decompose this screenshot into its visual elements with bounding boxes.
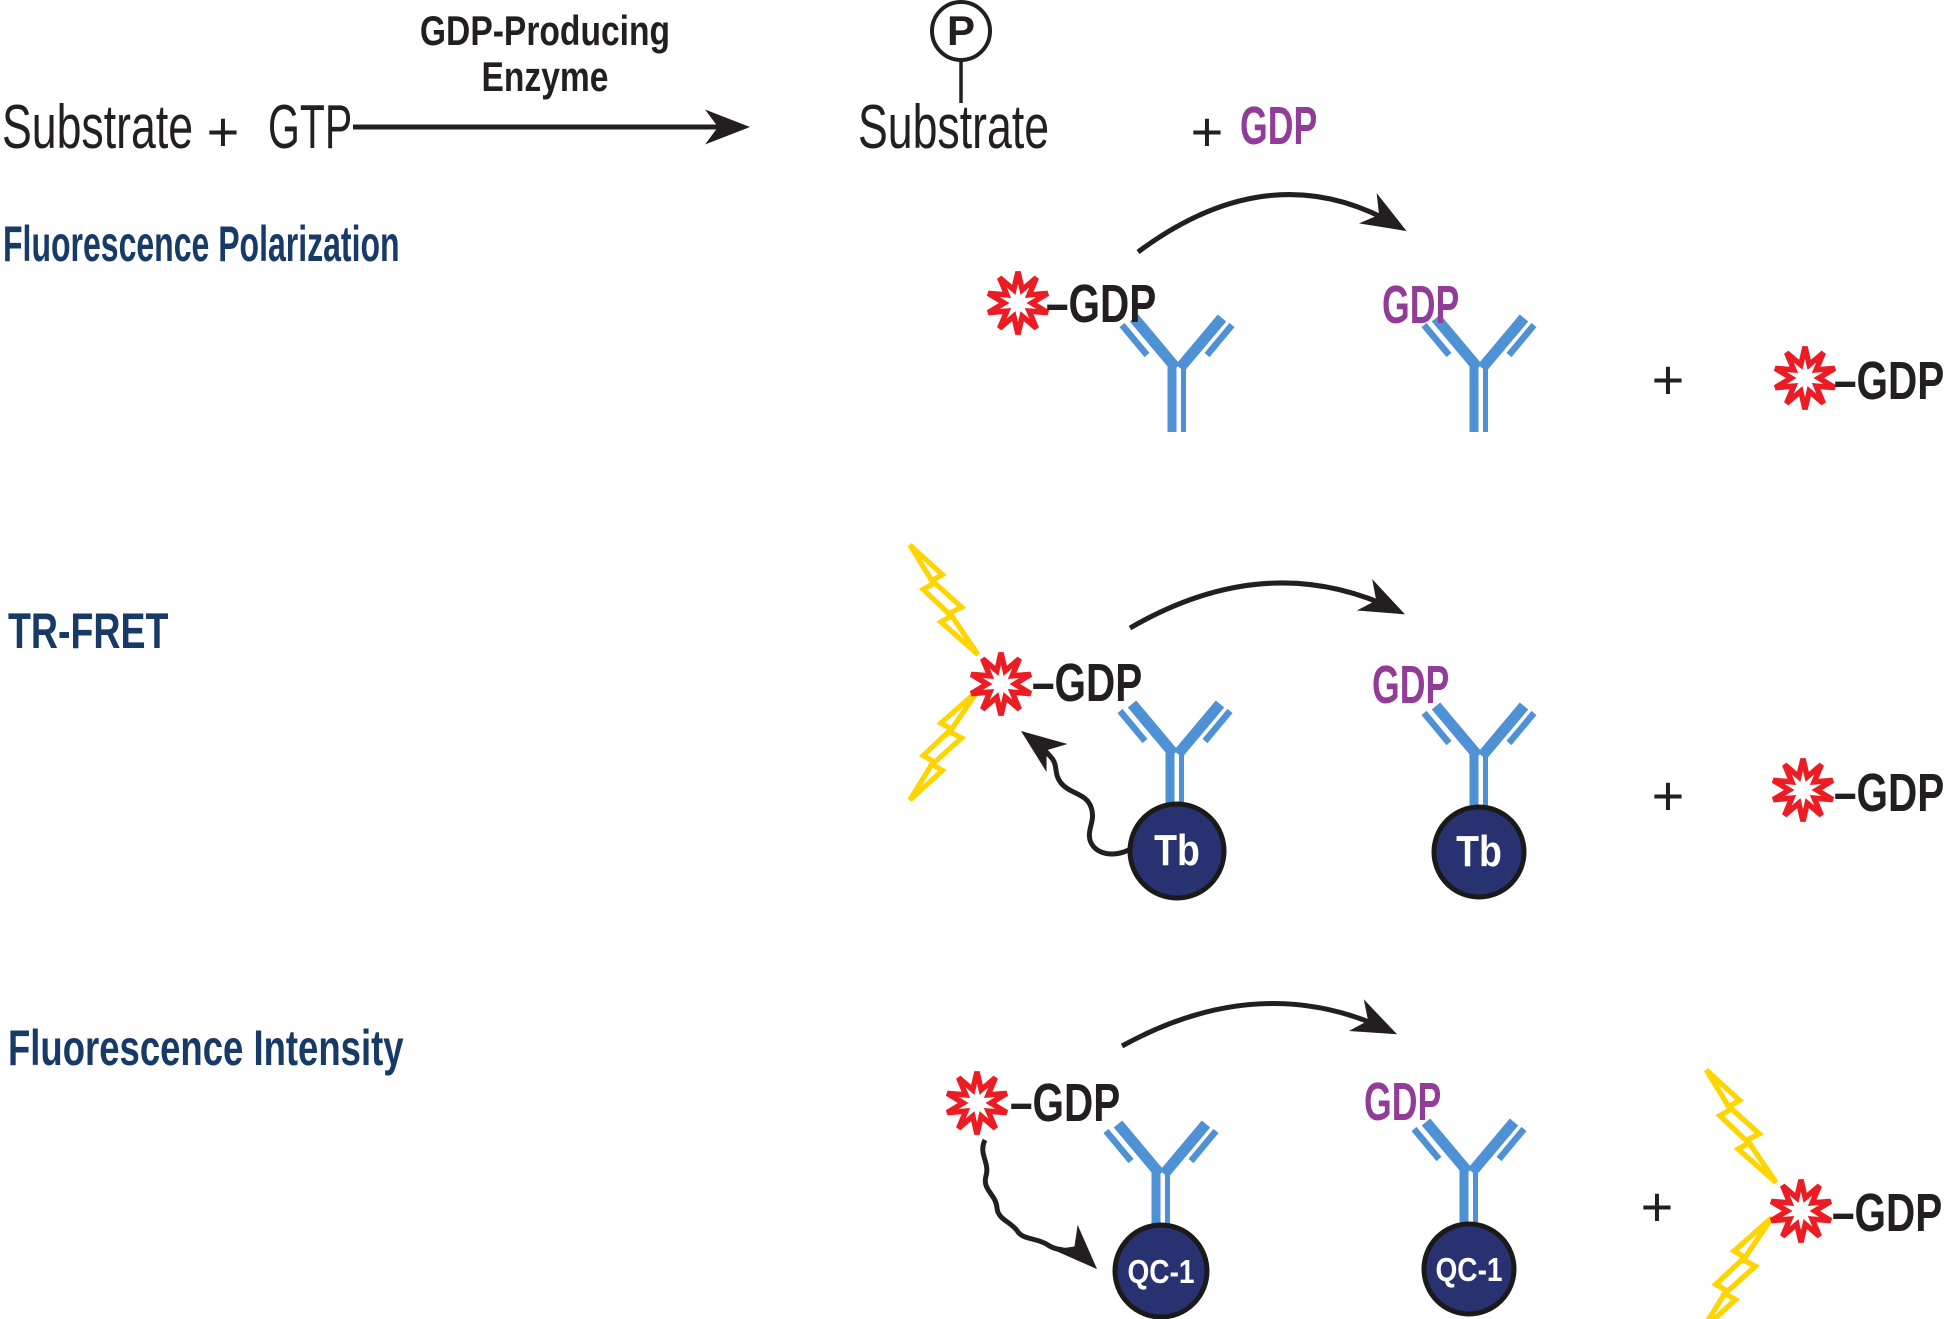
plus-sign: +	[1651, 348, 1685, 411]
qc1-quencher-icon	[1112, 1222, 1210, 1319]
row-label-tr-fret: TR-FRET	[8, 603, 169, 659]
enzyme-label-line2: Enzyme	[481, 53, 609, 100]
tb-donor-label: Tb	[1154, 826, 1200, 875]
substrate-left-label: Substrate	[2, 93, 194, 162]
released-tracer-gdp-label: –GDP	[1834, 763, 1945, 823]
tracer-gdp-label: –GDP	[1046, 274, 1157, 334]
fluorophore-burst-icon	[1773, 759, 1832, 822]
excitation-flash-icon	[1702, 1218, 1772, 1319]
antibody-icon	[1424, 318, 1534, 432]
fluorophore-burst-icon	[1775, 347, 1834, 410]
row-label-fluorescence-intensity: Fluorescence Intensity	[8, 1020, 404, 1076]
phosphate-label: P	[946, 7, 975, 54]
tracer-gdp-label: –GDP	[1010, 1073, 1121, 1133]
fluorophore-burst-icon	[947, 1072, 1006, 1135]
quench-transfer-arrow-icon	[980, 1138, 1098, 1270]
released-tracer-gdp-label: –GDP	[1834, 351, 1945, 411]
fluorophore-burst-icon	[988, 272, 1047, 335]
antibody-icon	[1106, 1124, 1216, 1238]
excitation-flash-icon	[910, 545, 978, 655]
displacement-arrow-icon	[1120, 999, 1398, 1049]
qc1-quencher-icon	[1421, 1221, 1517, 1317]
excitation-flash-icon	[1706, 1070, 1776, 1182]
antibody-icon	[1424, 706, 1534, 820]
product-gdp-label: GDP	[1382, 275, 1460, 335]
excitation-flash-icon	[910, 690, 978, 800]
fluorophore-burst-icon	[1771, 1180, 1830, 1243]
plus-sign: +	[1651, 764, 1685, 827]
displacement-arrow-icon	[1128, 579, 1406, 631]
antibody-icon	[1414, 1122, 1524, 1236]
phosphate-circle-icon	[930, 0, 992, 62]
tb-donor-label: Tb	[1456, 827, 1502, 876]
plus-sign: +	[1640, 1175, 1674, 1238]
tracer-gdp-label: –GDP	[1032, 653, 1143, 713]
released-tracer-gdp-label: –GDP	[1832, 1183, 1943, 1243]
product-gdp-label: GDP	[1364, 1072, 1442, 1132]
tb-donor-icon	[1127, 801, 1227, 901]
plus-sign: +	[1190, 100, 1224, 163]
displacement-arrow-icon	[1136, 192, 1407, 255]
row-label-fluorescence-polarization: Fluorescence Polarization	[3, 216, 400, 272]
fluorophore-burst-icon	[971, 653, 1030, 716]
enzyme-label-line1: GDP-Producing	[419, 7, 671, 54]
gtp-label: GTP	[268, 93, 353, 162]
product-gdp-label: GDP	[1372, 655, 1450, 715]
antibody-icon	[1120, 704, 1230, 818]
qc1-quencher-label: QC-1	[1435, 1251, 1503, 1288]
energy-transfer-arrow-icon	[1021, 730, 1138, 857]
tb-donor-icon	[1431, 804, 1527, 900]
gdp-product-label: GDP	[1240, 96, 1318, 156]
plus-sign: +	[206, 100, 240, 163]
antibody-icon	[1122, 318, 1232, 432]
substrate-right-label: Substrate	[858, 93, 1050, 162]
qc1-quencher-label: QC-1	[1127, 1253, 1195, 1290]
